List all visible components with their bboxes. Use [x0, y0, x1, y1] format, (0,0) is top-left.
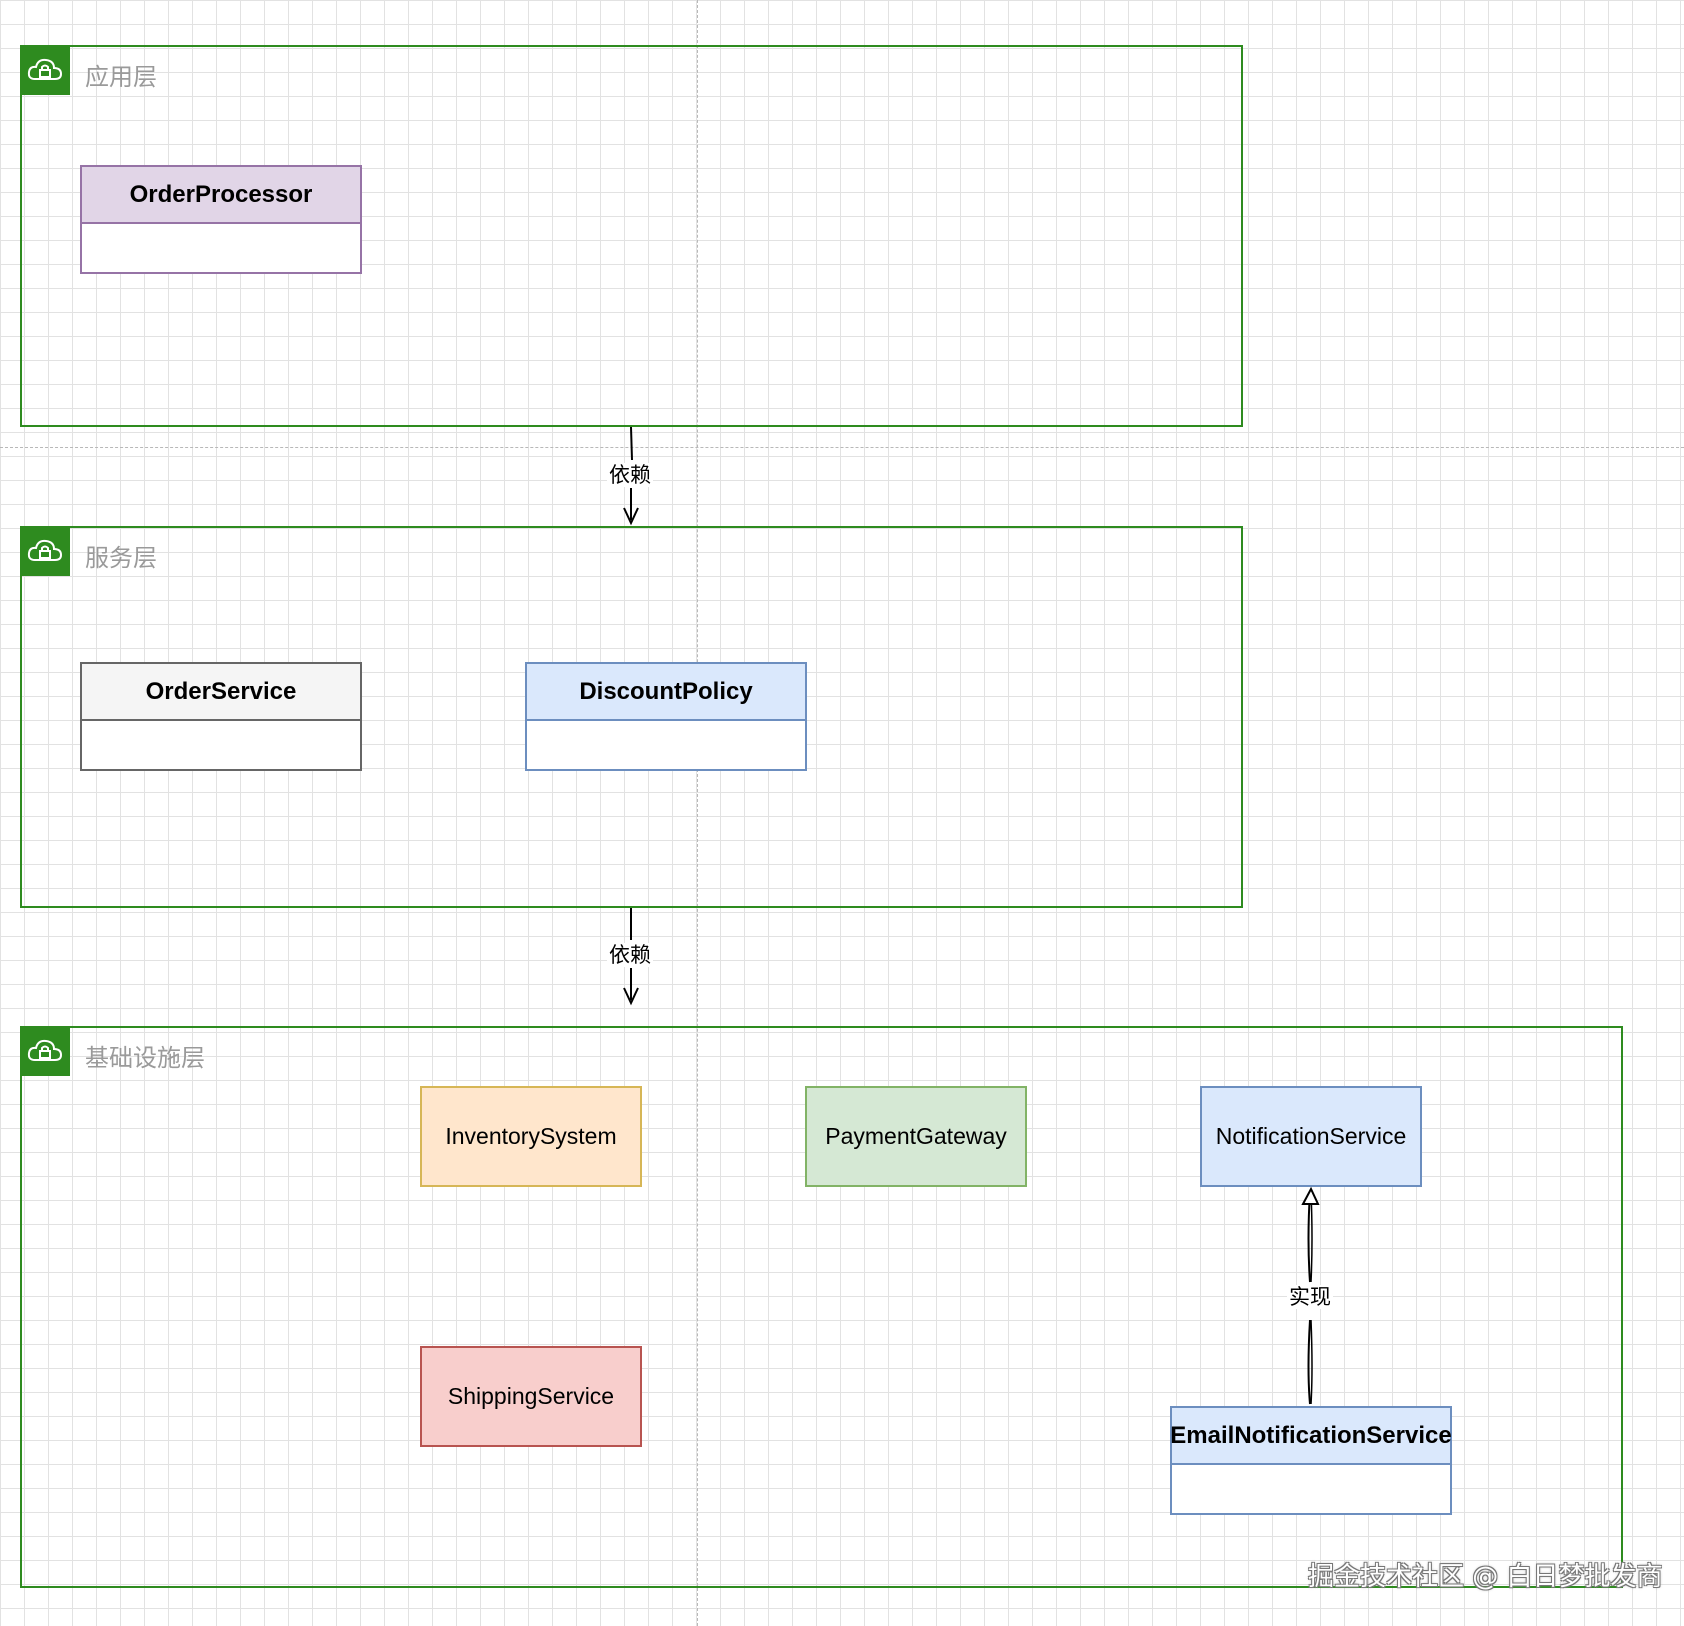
- class-name: DiscountPolicy: [527, 664, 805, 721]
- edge-service-to-infra[interactable]: [623, 908, 639, 1006]
- application-layer-group[interactable]: 应用层: [20, 45, 1243, 427]
- layer-title: 服务层: [85, 544, 157, 572]
- edge-label-dependency: 依赖: [607, 943, 653, 967]
- horizontal-guide-line: [0, 447, 1684, 448]
- order-processor-class[interactable]: OrderProcessor: [80, 165, 362, 274]
- class-name: EmailNotificationService: [1170, 1408, 1452, 1465]
- layer-title: 应用层: [85, 63, 157, 91]
- order-service-class[interactable]: OrderService: [80, 662, 362, 771]
- layer-title: 基础设施层: [85, 1044, 205, 1072]
- watermark: 掘金技术社区 @ 白日梦批发商: [1308, 1562, 1663, 1592]
- edge-label-implementation: 实现: [1287, 1285, 1333, 1309]
- class-name: OrderProcessor: [82, 167, 360, 224]
- infrastructure-layer-group[interactable]: 基础设施层: [20, 1026, 1623, 1588]
- service-layer-group[interactable]: 服务层: [20, 526, 1243, 908]
- shipping-service-box[interactable]: ShippingService: [420, 1346, 642, 1447]
- vertical-guide-line: [697, 0, 698, 1626]
- inventory-system-box[interactable]: InventorySystem: [420, 1086, 642, 1187]
- discount-policy-class[interactable]: DiscountPolicy: [525, 662, 807, 771]
- edge-label-dependency: 依赖: [607, 463, 653, 487]
- cloud-lock-icon: [20, 1026, 70, 1076]
- cloud-lock-icon: [20, 45, 70, 95]
- edge-app-to-service[interactable]: [623, 426, 639, 526]
- email-notification-service-class[interactable]: EmailNotificationService: [1170, 1406, 1452, 1515]
- class-name: OrderService: [82, 664, 360, 721]
- edge-email-to-notification[interactable]: [1301, 1186, 1320, 1405]
- notification-service-box[interactable]: NotificationService: [1200, 1086, 1422, 1187]
- payment-gateway-box[interactable]: PaymentGateway: [805, 1086, 1027, 1187]
- cloud-lock-icon: [20, 526, 70, 576]
